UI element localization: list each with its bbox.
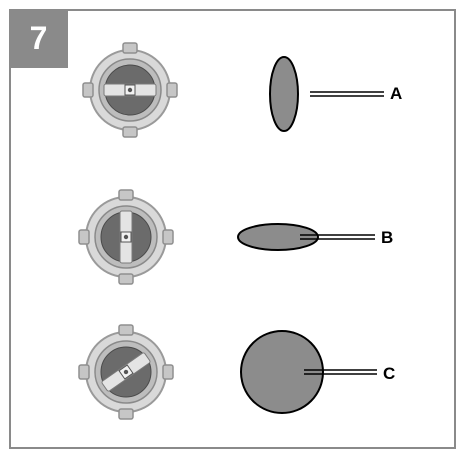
- step-number: 7: [29, 20, 48, 56]
- spray-pattern-b: [237, 223, 375, 251]
- label-c: C: [383, 364, 396, 383]
- figure-frame: [9, 9, 456, 449]
- step-badge: 7: [9, 9, 68, 68]
- spray-pattern-c: [240, 330, 377, 414]
- label-a: A: [390, 84, 403, 103]
- label-b: B: [381, 228, 394, 247]
- nozzle-image-b: [78, 189, 174, 285]
- nozzle-image-c: [78, 324, 174, 420]
- spray-pattern-a: [269, 56, 384, 132]
- nozzle-image-a: [82, 42, 178, 138]
